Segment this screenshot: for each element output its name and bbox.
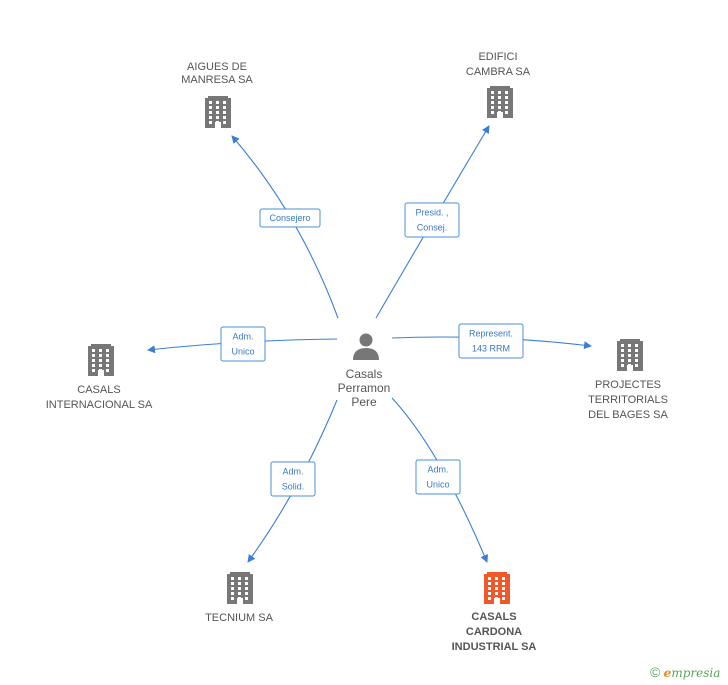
copyright-symbol: © [650, 664, 661, 680]
relation-label-aigues[interactable]: Consejero [259, 208, 321, 228]
company-name-line: INDUSTRIAL SA [452, 641, 537, 653]
company-name-line: PROJECTES [595, 379, 661, 391]
relation-text: Adm. [282, 467, 303, 477]
relation-text: Unico [231, 347, 254, 357]
relation-label-edifici[interactable]: Presid. , Consej. [404, 202, 460, 238]
relation-label-tecnium[interactable]: Adm. Solid. [270, 461, 316, 497]
center-name-line: Casals [346, 367, 383, 381]
relation-label-casals-int[interactable]: Adm. Unico [220, 326, 266, 362]
relation-label-projectes[interactable]: Represent. 143 RRM [458, 323, 524, 359]
relation-text: Solid. [282, 482, 305, 492]
relation-text: Unico [426, 480, 449, 490]
company-name-casals-int[interactable]: CASALS INTERNACIONAL SA [46, 384, 153, 411]
building-icon [484, 572, 510, 604]
building-icon [88, 344, 114, 376]
company-name-line: INTERNACIONAL SA [46, 399, 153, 411]
person-icon [353, 333, 379, 360]
relation-text: Presid. , [415, 208, 448, 218]
relation-text: Consej. [417, 223, 448, 233]
company-name-line: TERRITORIALS [588, 394, 668, 406]
relation-text: Adm. [427, 465, 448, 475]
company-name-line: TECNIUM SA [205, 612, 274, 624]
company-name-line: CARDONA [466, 626, 522, 638]
relation-text: Represent. [469, 329, 513, 339]
center-name-line: Perramon [338, 381, 391, 395]
company-name-projectes[interactable]: PROJECTES TERRITORIALS DEL BAGES SA [588, 379, 668, 421]
company-name-line: CASALS [77, 384, 120, 396]
company-name-tecnium[interactable]: TECNIUM SA [205, 612, 274, 624]
company-name-line: MANRESA SA [181, 74, 253, 86]
relation-text: Consejero [269, 213, 310, 223]
brand-watermark: © empresia [650, 664, 720, 680]
company-name-line: EDIFICI [478, 51, 517, 63]
company-name-line: AIGUES DE [187, 61, 247, 73]
relation-text: Adm. [232, 332, 253, 342]
company-name-edifici[interactable]: EDIFICI CAMBRA SA [466, 51, 531, 78]
building-icon [617, 339, 643, 371]
relation-text: 143 RRM [472, 344, 510, 354]
building-icon [227, 572, 253, 604]
company-name-line: CASALS [471, 611, 516, 623]
building-icon [205, 96, 231, 128]
center-name-line: Pere [351, 395, 377, 409]
brand-name: empresia [663, 666, 721, 680]
company-name-line: CAMBRA SA [466, 66, 531, 78]
company-name-line: DEL BAGES SA [588, 409, 668, 421]
relation-label-casals-cardona[interactable]: Adm. Unico [415, 459, 461, 495]
building-icon [487, 86, 513, 118]
company-name-casals-cardona[interactable]: CASALS CARDONA INDUSTRIAL SA [452, 611, 537, 653]
